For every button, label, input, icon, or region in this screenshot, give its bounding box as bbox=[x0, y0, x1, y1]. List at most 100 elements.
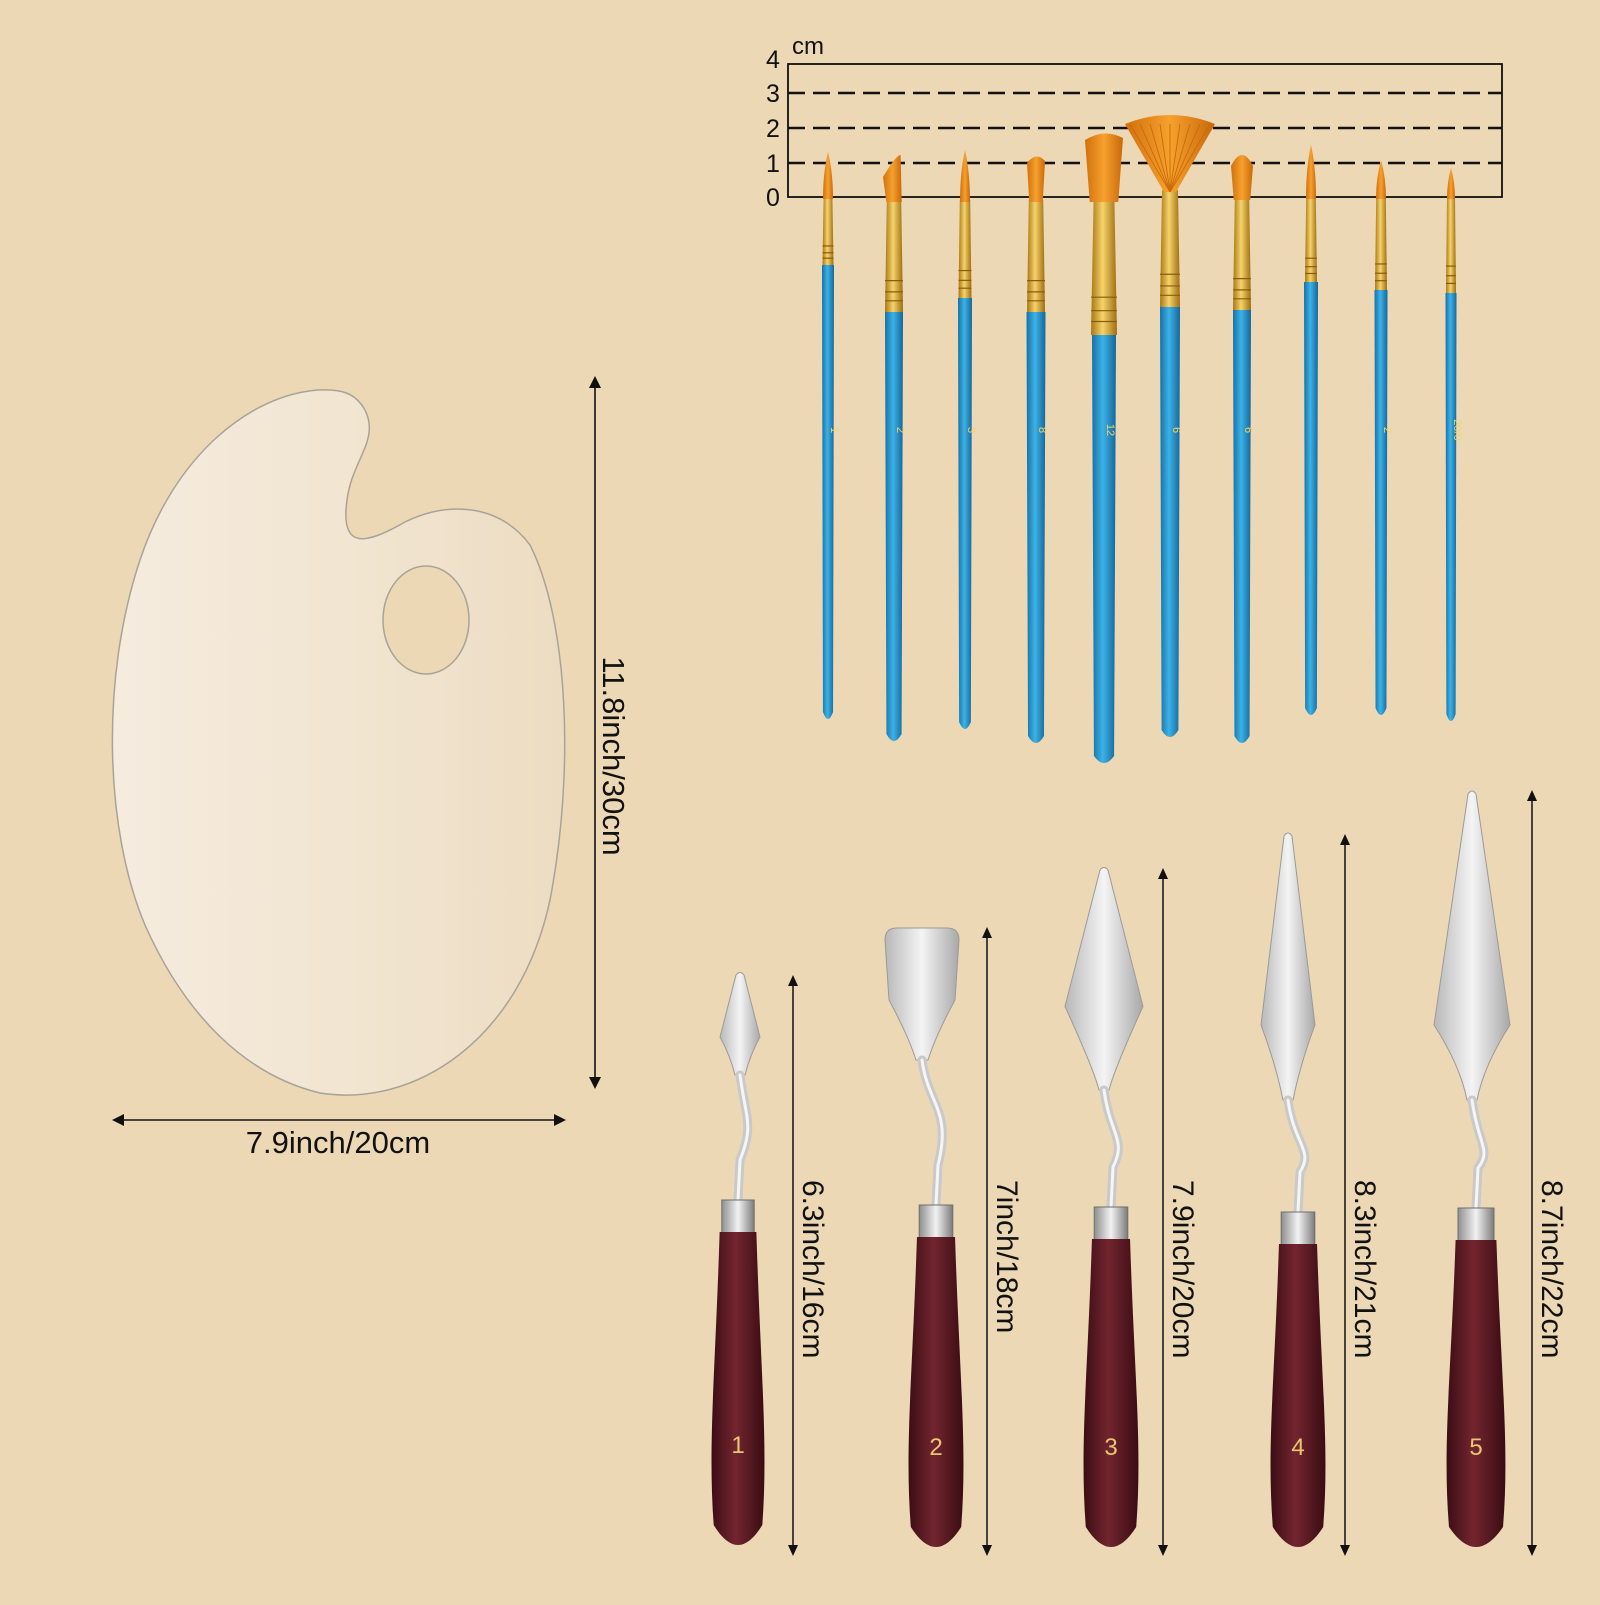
ruler-frame bbox=[787, 63, 1503, 198]
brush-ferrule bbox=[1446, 197, 1456, 293]
palette-knife-set: 1 6.3inch/16cm 2 7inch/18cm 3 7.9inch/20cm 4 8.… bbox=[711, 790, 1568, 1556]
knife-collar bbox=[918, 1204, 954, 1240]
knife-handle bbox=[1446, 1240, 1506, 1547]
palette-height-label: 11.8inch/30cm bbox=[596, 656, 631, 855]
ruler-tick-3: 3 bbox=[766, 80, 780, 108]
brush-ferrule bbox=[1305, 197, 1317, 282]
ruler-tick-0: 0 bbox=[766, 184, 780, 212]
brush-handle bbox=[1304, 282, 1318, 715]
palette-knife-4: 4 bbox=[1260, 832, 1326, 1547]
fan-bristle-line bbox=[1169, 123, 1201, 193]
knife-collar bbox=[1093, 1206, 1129, 1242]
brush-handle bbox=[1374, 290, 1388, 715]
palette-knife-5: 5 bbox=[1433, 790, 1511, 1547]
fan-bristle-line bbox=[1169, 123, 1181, 193]
ruler-unit-label: cm bbox=[792, 33, 824, 60]
palette-knife-1: 1 bbox=[711, 972, 765, 1545]
paint-brush-6: 6 bbox=[1125, 115, 1215, 737]
knife-handle bbox=[908, 1237, 964, 1547]
knife-collar bbox=[1280, 1211, 1316, 1247]
dimension-arrow-bottom bbox=[1158, 1545, 1168, 1556]
dimension-arrow-bottom bbox=[982, 1545, 992, 1556]
knife-blade bbox=[884, 927, 960, 1061]
knife-5-length-dimension: 8.7inch/22cm bbox=[1527, 790, 1568, 1556]
knife-handle bbox=[1270, 1244, 1326, 1547]
palette-knife-2: 2 bbox=[884, 927, 964, 1547]
brush-ferrule bbox=[1027, 200, 1045, 312]
knife-blade bbox=[719, 972, 761, 1076]
paint-brush-3: 3 bbox=[958, 150, 977, 729]
palette-board bbox=[111, 389, 566, 1096]
paint-brush-10: 20/0 bbox=[1445, 168, 1463, 721]
palette-width-dimension: 7.9inch/20cm bbox=[112, 1114, 566, 1160]
knife-1-length-dimension: 6.3inch/16cm bbox=[788, 975, 829, 1556]
knife-blade bbox=[1064, 867, 1144, 1091]
ruler-tick-1: 1 bbox=[766, 150, 780, 178]
knife-number: 5 bbox=[1469, 1434, 1482, 1461]
brush-size-label: 6 bbox=[1170, 427, 1182, 433]
knife-length-label: 8.7inch/22cm bbox=[1535, 1180, 1568, 1358]
knife-blade bbox=[1260, 832, 1316, 1101]
brush-size-label: 8 bbox=[1036, 427, 1048, 433]
brush-ferrule bbox=[1091, 200, 1117, 335]
palette-thumb-hole bbox=[382, 565, 470, 675]
knife-length-label: 8.3inch/21cm bbox=[1348, 1180, 1381, 1358]
brush-ferrule bbox=[1233, 198, 1251, 310]
dimension-arrow-bottom bbox=[788, 1545, 798, 1556]
dimension-arrow-bottom bbox=[1340, 1545, 1350, 1556]
brush-size-label: 1 bbox=[828, 427, 840, 433]
palette-height-dimension: 11.8inch/30cm bbox=[589, 376, 631, 1089]
brush-ferrule bbox=[822, 197, 834, 265]
fan-bristle-line bbox=[1169, 123, 1211, 193]
brush-bristles bbox=[1376, 160, 1386, 199]
paint-brush-7: 6 bbox=[1231, 155, 1254, 743]
brush-ferrule bbox=[885, 200, 903, 312]
knife-blade bbox=[1433, 790, 1511, 1101]
ruler-tick-4: 4 bbox=[766, 46, 780, 74]
knife-shaft-highlight bbox=[1102, 1088, 1120, 1209]
knife-shaft-highlight bbox=[1286, 1098, 1307, 1214]
brush-handle bbox=[885, 312, 903, 741]
palette-width-label: 7.9inch/20cm bbox=[246, 1125, 430, 1160]
dimension-arrow-top bbox=[982, 927, 992, 938]
brush-size-label: 12 bbox=[1104, 424, 1116, 436]
brush-bristles bbox=[1085, 133, 1123, 202]
dimension-arrow-top bbox=[1158, 868, 1168, 879]
knife-length-label: 7inch/18cm bbox=[990, 1180, 1023, 1333]
knife-collar bbox=[721, 1199, 755, 1235]
brush-handle bbox=[822, 265, 834, 719]
brush-handle bbox=[1026, 312, 1046, 743]
paint-brush-5: 12 bbox=[1085, 133, 1123, 763]
paint-brush-9: 2 bbox=[1374, 160, 1393, 715]
fan-bristle-line bbox=[1139, 123, 1171, 193]
knife-4-length-dimension: 8.3inch/21cm bbox=[1340, 834, 1381, 1556]
knife-collar bbox=[1457, 1207, 1495, 1243]
knife-number: 2 bbox=[929, 1434, 942, 1461]
knife-2-length-dimension: 7inch/18cm bbox=[982, 927, 1023, 1556]
knife-length-label: 7.9inch/20cm bbox=[1166, 1180, 1199, 1358]
fan-bristle-line bbox=[1169, 123, 1191, 193]
brush-handle bbox=[1445, 293, 1457, 721]
knife-shaft-highlight bbox=[736, 1073, 750, 1202]
paint-brush-2: 2 bbox=[883, 155, 906, 741]
brush-handle bbox=[1092, 335, 1116, 763]
brush-ferrule bbox=[1160, 190, 1180, 307]
brush-size-label: 2 bbox=[894, 427, 906, 433]
dimension-arrow-top bbox=[788, 975, 798, 986]
brush-bristles bbox=[1447, 168, 1455, 199]
knife-number: 1 bbox=[731, 1432, 744, 1459]
brush-handle bbox=[1160, 307, 1180, 737]
fan-bristle-line bbox=[1129, 123, 1171, 193]
brush-size-label: 20/0 bbox=[1451, 419, 1463, 440]
knife-length-label: 6.3inch/16cm bbox=[796, 1180, 829, 1358]
brush-ferrule bbox=[958, 200, 972, 298]
palette-knife-3: 3 bbox=[1064, 867, 1144, 1547]
brush-bristles bbox=[1306, 145, 1316, 199]
knife-number: 3 bbox=[1104, 1434, 1117, 1461]
brush-size-label: 6 bbox=[1242, 427, 1254, 433]
brush-bristles bbox=[1027, 156, 1045, 202]
knife-number: 4 bbox=[1291, 1434, 1304, 1461]
paint-brush-8 bbox=[1304, 145, 1318, 715]
